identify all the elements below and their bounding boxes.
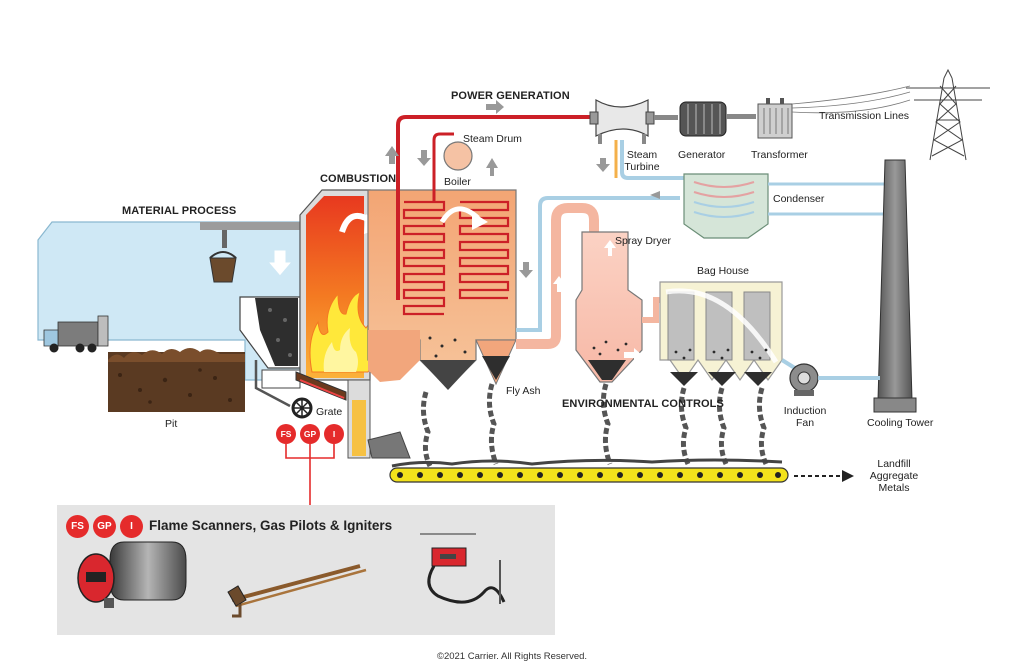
garbage-truck-icon	[43, 315, 109, 353]
callout-lines	[285, 444, 335, 506]
label-aggregate: Aggregate	[869, 470, 919, 482]
label-grate: Grate	[316, 406, 343, 418]
down-arrow	[519, 262, 533, 278]
label-spray-dryer: Spray Dryer	[615, 235, 672, 247]
bottom-ash-chute	[367, 431, 411, 459]
label-steam-drum: Steam Drum	[463, 133, 522, 145]
steam-line	[396, 115, 596, 300]
right-arrow	[624, 348, 642, 362]
label-boiler: Boiler	[444, 176, 471, 188]
label-fly-ash: Fly Ash	[506, 385, 541, 397]
landfill-arrow	[794, 470, 854, 482]
header-power-generation: POWER GENERATION	[451, 90, 570, 102]
label-transformer: Transformer	[751, 149, 808, 161]
header-environmental-controls: ENVIRONMENTAL CONTROLS	[562, 398, 724, 410]
up-arrow	[385, 146, 399, 164]
igniter-icon	[420, 533, 506, 604]
badge-fs: FS	[276, 424, 296, 444]
cooling-water-line	[768, 182, 888, 216]
copyright: ©2021 Carrier. All Rights Reserved.	[436, 651, 588, 662]
label-landfill: Landfill	[877, 458, 911, 470]
transmission-lines	[791, 85, 911, 114]
label-condenser: Condenser	[773, 193, 825, 205]
right-arrow	[486, 100, 504, 114]
label-induction-fan: Induction Fan	[780, 405, 830, 429]
spray-dryer	[575, 231, 643, 383]
crane	[200, 222, 300, 283]
label-metals: Metals	[878, 482, 910, 494]
badge-i: I	[324, 424, 344, 444]
feed-hopper	[239, 296, 301, 389]
feedwater-line	[516, 196, 680, 332]
header-material-process: MATERIAL PROCESS	[122, 205, 237, 217]
up-arrow	[486, 158, 498, 176]
legend-title: Flame Scanners, Gas Pilots & Igniters	[149, 518, 393, 533]
label-induction-fan-line1: Induction	[783, 405, 827, 417]
drum-riser	[432, 132, 454, 202]
boiler	[367, 189, 517, 390]
condenser	[683, 173, 769, 239]
flame-scanner-icon	[77, 541, 187, 608]
cooling-tower	[873, 159, 917, 413]
ash-columns	[420, 383, 769, 468]
turbine-exhaust-line	[620, 140, 690, 180]
label-steam-turbine-line2: Turbine	[624, 161, 660, 173]
steam-drum	[443, 141, 473, 171]
label-steam-turbine-line1: Steam	[626, 149, 658, 161]
down-arrow	[417, 150, 431, 166]
transformer	[757, 98, 793, 139]
down-arrow	[596, 158, 610, 172]
flue-duct	[516, 203, 599, 349]
conveyor-belt	[389, 458, 789, 483]
label-generator: Generator	[678, 149, 726, 161]
gas-pilot-icon	[227, 564, 367, 618]
transmission-tower-icon	[906, 68, 990, 161]
label-pit: Pit	[165, 418, 178, 430]
header-combustion: COMBUSTION	[320, 173, 397, 185]
label-steam-turbine: Steam Turbine	[620, 149, 664, 173]
legend-badge-fs: FS	[66, 515, 89, 538]
legend-badge-gp: GP	[93, 515, 116, 538]
generator	[679, 101, 756, 137]
label-bag-house: Bag House	[697, 265, 749, 277]
up-arrow	[553, 276, 565, 292]
feed-arrow	[266, 249, 294, 277]
induction-fan-icon	[780, 358, 880, 396]
grate-wheel-icon	[254, 360, 313, 419]
label-landfill-group: Landfill Aggregate Metals	[862, 458, 926, 494]
badge-gp: GP	[300, 424, 320, 444]
legend-badge-i: I	[120, 515, 143, 538]
label-transmission-lines: Transmission Lines	[819, 110, 910, 122]
label-induction-fan-line2: Fan	[795, 417, 815, 429]
steam-turbine	[589, 98, 655, 144]
label-cooling-tower: Cooling Tower	[867, 417, 934, 429]
left-arrow	[650, 191, 660, 199]
